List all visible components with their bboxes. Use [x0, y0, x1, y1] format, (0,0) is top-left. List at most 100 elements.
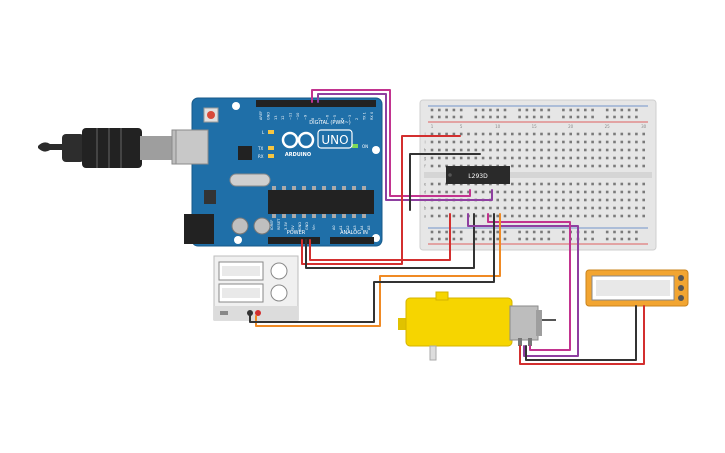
- breadboard-hole[interactable]: [481, 132, 485, 136]
- breadboard-hole[interactable]: [452, 156, 456, 160]
- breadboard-hole[interactable]: [452, 140, 456, 144]
- breadboard-hole[interactable]: [547, 148, 551, 152]
- breadboard-hole[interactable]: [569, 115, 572, 119]
- breadboard-hole[interactable]: [554, 132, 558, 136]
- breadboard-hole[interactable]: [642, 132, 645, 136]
- breadboard-hole[interactable]: [635, 230, 638, 234]
- breadboard-hole[interactable]: [620, 190, 624, 194]
- breadboard-hole[interactable]: [489, 132, 492, 136]
- breadboard-hole[interactable]: [562, 108, 565, 112]
- breadboard-hole[interactable]: [518, 164, 521, 168]
- breadboard-hole[interactable]: [584, 214, 587, 218]
- supply-negative-terminal[interactable]: [247, 310, 253, 316]
- breadboard-hole[interactable]: [642, 214, 645, 218]
- breadboard-hole[interactable]: [591, 206, 594, 210]
- breadboard-hole[interactable]: [474, 115, 478, 119]
- breadboard-hole[interactable]: [591, 148, 594, 152]
- breadboard-hole[interactable]: [591, 230, 594, 234]
- breadboard-hole[interactable]: [554, 198, 558, 202]
- breadboard-hole[interactable]: [584, 230, 587, 234]
- breadboard-hole[interactable]: [569, 148, 572, 152]
- breadboard-hole[interactable]: [511, 156, 514, 160]
- power-header[interactable]: [268, 237, 320, 244]
- breadboard-hole[interactable]: [591, 190, 594, 194]
- breadboard-hole[interactable]: [452, 214, 456, 218]
- breadboard-hole[interactable]: [613, 115, 616, 119]
- breadboard-hole[interactable]: [554, 190, 558, 194]
- breadboard-hole[interactable]: [627, 237, 631, 241]
- breadboard-hole[interactable]: [635, 182, 638, 186]
- breadboard-hole[interactable]: [532, 156, 536, 160]
- breadboard-hole[interactable]: [452, 230, 456, 234]
- breadboard-hole[interactable]: [562, 190, 565, 194]
- breadboard-hole[interactable]: [438, 132, 441, 136]
- breadboard-hole[interactable]: [459, 140, 463, 144]
- breadboard-hole[interactable]: [635, 206, 638, 210]
- breadboard-hole[interactable]: [503, 230, 507, 234]
- breadboard-hole[interactable]: [569, 214, 572, 218]
- breadboard-hole[interactable]: [481, 206, 485, 210]
- breadboard-hole[interactable]: [613, 237, 616, 241]
- breadboard-hole[interactable]: [584, 237, 587, 241]
- breadboard-hole[interactable]: [445, 230, 448, 234]
- breadboard-hole[interactable]: [540, 190, 543, 194]
- breadboard-hole[interactable]: [496, 108, 499, 112]
- breadboard-hole[interactable]: [532, 230, 536, 234]
- breadboard-hole[interactable]: [452, 206, 456, 210]
- breadboard-hole[interactable]: [569, 132, 572, 136]
- arduino-uno-board[interactable]: UNO ARDUINO DIGITAL (PWM~) POWER ANALOG …: [175, 97, 383, 247]
- breadboard-hole[interactable]: [518, 198, 521, 202]
- breadboard-hole[interactable]: [605, 108, 609, 112]
- breadboard-hole[interactable]: [474, 140, 478, 144]
- breadboard-hole[interactable]: [620, 140, 624, 144]
- breadboard-hole[interactable]: [635, 214, 638, 218]
- breadboard-hole[interactable]: [438, 115, 441, 119]
- breadboard-hole[interactable]: [627, 108, 631, 112]
- breadboard-hole[interactable]: [430, 206, 434, 210]
- breadboard-hole[interactable]: [496, 230, 499, 234]
- breadboard-hole[interactable]: [489, 190, 492, 194]
- breadboard-hole[interactable]: [540, 230, 543, 234]
- breadboard-hole[interactable]: [430, 230, 434, 234]
- breadboard-hole[interactable]: [496, 214, 499, 218]
- breadboard-hole[interactable]: [569, 164, 572, 168]
- digital-header[interactable]: [256, 100, 376, 107]
- breadboard-hole[interactable]: [584, 182, 587, 186]
- breadboard-hole[interactable]: [584, 115, 587, 119]
- breadboard-hole[interactable]: [591, 198, 594, 202]
- breadboard-hole[interactable]: [438, 148, 441, 152]
- breadboard-hole[interactable]: [591, 132, 594, 136]
- current-knob[interactable]: [270, 284, 288, 302]
- breadboard-hole[interactable]: [540, 140, 543, 144]
- breadboard-hole[interactable]: [547, 115, 551, 119]
- breadboard-hole[interactable]: [503, 214, 507, 218]
- breadboard-hole[interactable]: [511, 182, 514, 186]
- breadboard-hole[interactable]: [525, 214, 529, 218]
- breadboard-hole[interactable]: [562, 132, 565, 136]
- breadboard-hole[interactable]: [445, 115, 448, 119]
- breadboard-hole[interactable]: [584, 206, 587, 210]
- breadboard-hole[interactable]: [605, 230, 609, 234]
- breadboard-hole[interactable]: [503, 140, 507, 144]
- breadboard-hole[interactable]: [642, 140, 645, 144]
- breadboard-hole[interactable]: [445, 237, 448, 241]
- breadboard-hole[interactable]: [459, 214, 463, 218]
- breadboard-hole[interactable]: [518, 237, 521, 241]
- breadboard-hole[interactable]: [562, 115, 565, 119]
- breadboard-hole[interactable]: [503, 132, 507, 136]
- breadboard-hole[interactable]: [635, 148, 638, 152]
- breadboard-hole[interactable]: [489, 115, 492, 119]
- breadboard-hole[interactable]: [642, 206, 645, 210]
- breadboard-hole[interactable]: [540, 115, 543, 119]
- breadboard-hole[interactable]: [620, 115, 624, 119]
- breadboard-hole[interactable]: [540, 206, 543, 210]
- breadboard-hole[interactable]: [445, 140, 448, 144]
- breadboard-hole[interactable]: [598, 132, 602, 136]
- breadboard-hole[interactable]: [459, 206, 463, 210]
- breadboard-hole[interactable]: [598, 140, 602, 144]
- breadboard-hole[interactable]: [467, 132, 470, 136]
- breadboard-hole[interactable]: [459, 132, 463, 136]
- breadboard-hole[interactable]: [532, 115, 536, 119]
- breadboard-hole[interactable]: [430, 140, 434, 144]
- breadboard-hole[interactable]: [642, 182, 645, 186]
